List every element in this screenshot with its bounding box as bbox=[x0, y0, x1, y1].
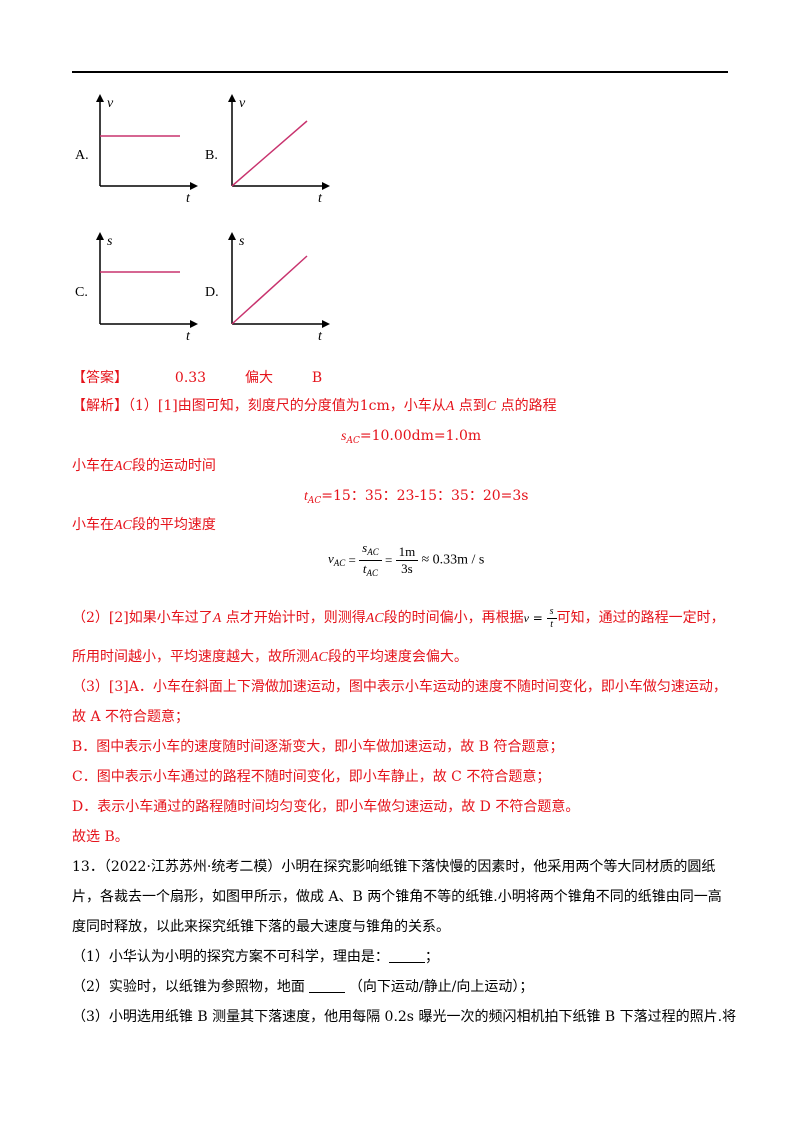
graph-a-xlabel: t bbox=[186, 191, 191, 205]
answer-1: 0.33 bbox=[174, 370, 207, 386]
analysis-option-d: D．表示小车通过的路程随时间均匀变化，即小车做匀速运动，故 D 不符合题意。 bbox=[72, 799, 580, 815]
graph-c-xlabel: t bbox=[186, 329, 191, 343]
analysis-label: 【解析】 bbox=[72, 398, 128, 414]
option-c-letter: C. bbox=[75, 285, 88, 300]
answer-blank-2[interactable] bbox=[308, 978, 345, 993]
question-13-sub-3: （3）小明选用纸锥 B 测量其下落速度，他用每隔 0.2s 曝光一次的频闪相机拍… bbox=[72, 1009, 737, 1025]
graph-c: s t bbox=[96, 232, 198, 343]
analysis-line-2: 小车在AC段的运动时间 bbox=[72, 458, 216, 474]
answer-label: 【答案】 bbox=[72, 370, 128, 386]
graph-d: s t bbox=[228, 232, 330, 343]
question-13-line-2: 片，各裁去一个扇形，如图甲所示，做成 A、B 两个锥角不等的纸锥.小明将两个锥角… bbox=[72, 889, 722, 905]
analysis-line-3: 小车在AC段的平均速度 bbox=[72, 517, 216, 533]
graph-b: v t bbox=[228, 94, 330, 205]
analysis-para-2-line-2: 所用时间越小，平均速度越大，故所测AC段的平均速度会偏大。 bbox=[72, 649, 468, 665]
analysis-line-1: 【解析】（1）[1]由图可知，刻度尺的分度值为1cm，小车从A 点到C 点的路程 bbox=[72, 398, 557, 414]
graph-d-xlabel: t bbox=[318, 329, 323, 343]
question-13-line-3: 度同时释放，以此来探究纸锥下落的最大速度与锥角的关系。 bbox=[72, 919, 450, 935]
option-b-letter: B. bbox=[205, 148, 218, 163]
analysis-option-b: B．图中表示小车的速度随时间逐渐变大，即小车做加速运动，故 B 符合题意； bbox=[72, 739, 564, 755]
analysis-option-c: C．图中表示小车通过的路程不随时间变化，即小车静止，故 C 不符合题意； bbox=[72, 769, 551, 785]
option-d-letter: D. bbox=[205, 285, 219, 300]
analysis-para-3-line-2: 故 A 不符合题意； bbox=[72, 709, 190, 725]
graph-d-ylabel: s bbox=[239, 234, 245, 249]
answer-blank-1[interactable] bbox=[388, 948, 425, 963]
answer-line: 【答案】 0.33 偏大 B bbox=[72, 368, 322, 388]
analysis-conclusion: 故选 B。 bbox=[72, 829, 129, 845]
graph-b-xlabel: t bbox=[318, 191, 323, 205]
analysis-para-2-line-1: （2）[2]如果小车过了A 点才开始计时，则测得AC段的时间偏小，再根据v = … bbox=[72, 606, 725, 630]
question-13-sub-2: （2）实验时，以纸锥为参照物，地面（向下运动/静止/向上运动）； bbox=[72, 978, 534, 995]
answer-3: B bbox=[311, 370, 323, 386]
question-13-line-1: 13．（2022·江苏苏州·统考二模）小明在探究影响纸锥下落快慢的因素时，他采用… bbox=[72, 859, 716, 875]
top-rule bbox=[72, 71, 728, 73]
graph-c-ylabel: s bbox=[107, 234, 113, 249]
graph-a: v t bbox=[96, 94, 198, 205]
option-a-letter: A. bbox=[75, 148, 89, 163]
equation-time: tAC=15：35：23-15：35：20=3s bbox=[304, 488, 529, 506]
equation-distance: sAC=10.00dm=1.0m bbox=[341, 428, 482, 446]
graph-b-ylabel: v bbox=[239, 96, 246, 111]
answer-2: 偏大 bbox=[244, 370, 273, 386]
graph-a-ylabel: v bbox=[107, 96, 114, 111]
analysis-para-3-line-1: （3）[3]A．小车在斜面上下滑做加速运动，图中表示小车运动的速度不随时间变化，… bbox=[72, 679, 727, 695]
question-13-sub-1: （1）小华认为小明的探究方案不可科学，理由是：； bbox=[72, 948, 439, 965]
